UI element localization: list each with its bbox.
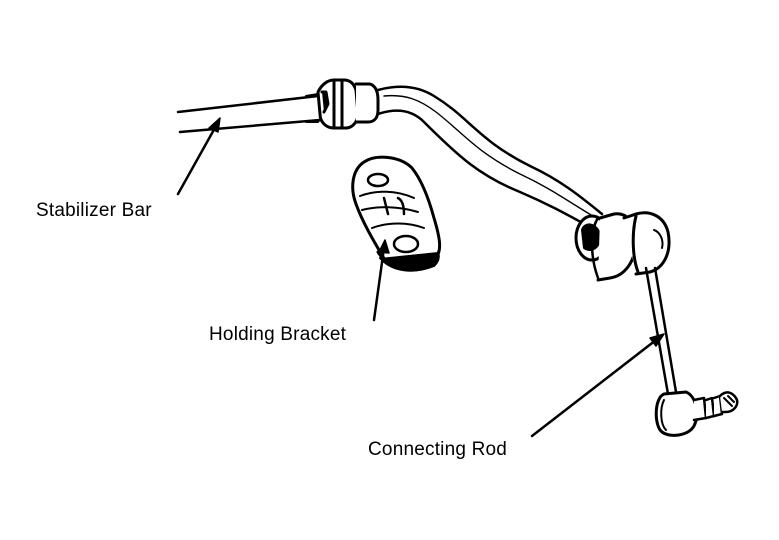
- leader-arrows: [176, 117, 665, 438]
- connecting-rod-label: Connecting Rod: [368, 439, 508, 460]
- stabilizer-bar: [176, 78, 604, 228]
- connecting-rod: [644, 266, 739, 437]
- holding-bracket-arrow: [372, 239, 390, 322]
- bushing: [316, 78, 380, 130]
- holding-bracket-label: Holding Bracket: [209, 324, 347, 345]
- link-joint: [574, 211, 671, 282]
- connecting-rod-arrow: [530, 333, 665, 438]
- stabilizer-bar-label: Stabilizer Bar: [36, 200, 152, 221]
- holding-bracket: [351, 155, 442, 272]
- stabilizer-bar-arrow: [176, 117, 221, 196]
